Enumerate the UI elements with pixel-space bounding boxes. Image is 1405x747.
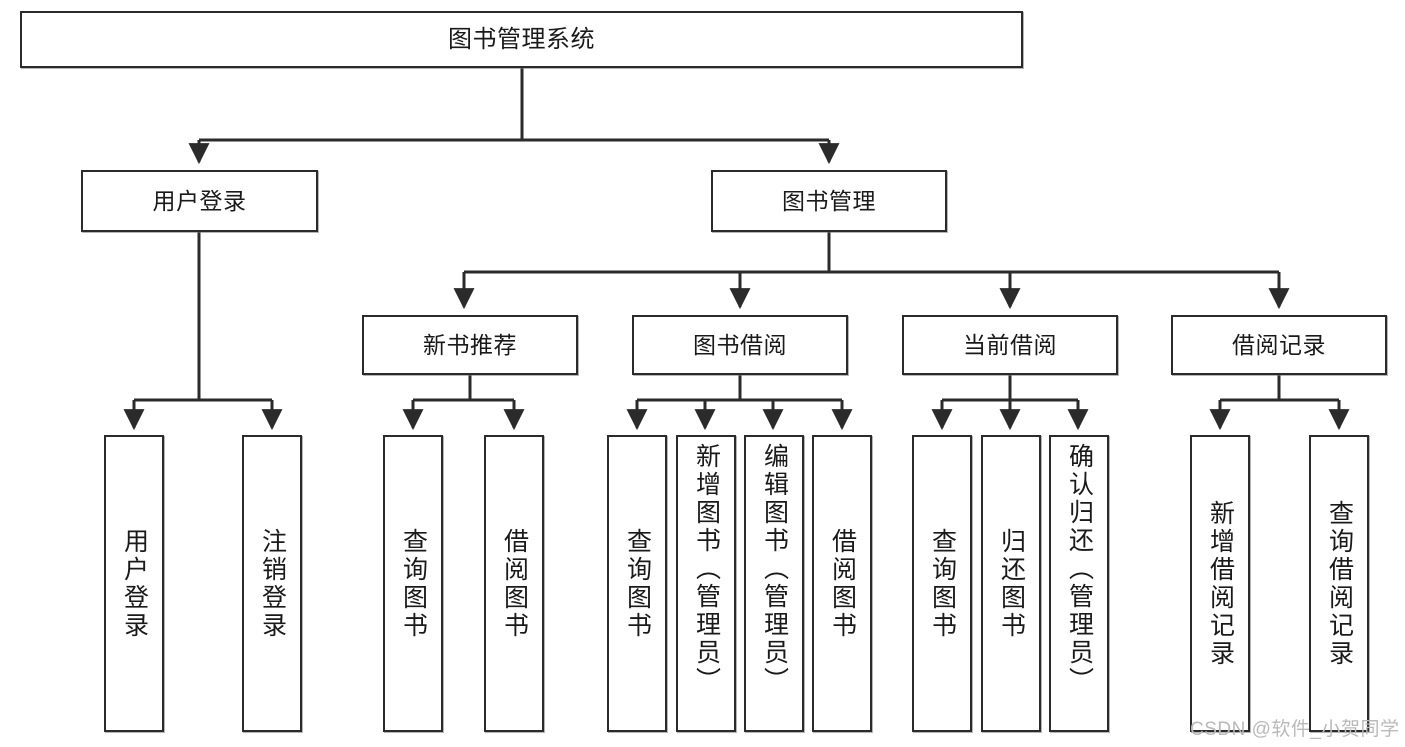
node-label: 查询借阅记录 [1325, 499, 1354, 668]
node-leaf-add-book-admin[interactable]: 新增图书（管理员） [676, 435, 736, 732]
node-leaf-confirm-return-admin[interactable]: 确认归还（管理员） [1049, 435, 1109, 732]
node-label: 图书管理 [782, 187, 876, 214]
node-label: 借阅图书 [828, 527, 857, 640]
node-label: 编辑图书（管理员） [760, 443, 789, 695]
node-leaf-query-book-borrow[interactable]: 查询图书 [607, 435, 667, 732]
node-leaf-borrow-book-recommend[interactable]: 借阅图书 [484, 435, 544, 732]
node-label: 当前借阅 [963, 331, 1057, 358]
node-leaf-logout-login[interactable]: 注销登录 [242, 435, 302, 732]
node-leaf-query-borrow-record[interactable]: 查询借阅记录 [1309, 435, 1369, 732]
node-label: 用户登录 [152, 187, 247, 214]
node-user-login[interactable]: 用户登录 [81, 170, 318, 232]
node-leaf-edit-book-admin[interactable]: 编辑图书（管理员） [744, 435, 804, 732]
node-leaf-query-book-recommend[interactable]: 查询图书 [383, 435, 443, 732]
csdn-watermark: CSDN @软件_小贺同学 [1190, 719, 1400, 740]
node-leaf-user-login[interactable]: 用户登录 [104, 435, 164, 732]
node-label: 注销登录 [258, 527, 287, 640]
node-label: 图书管理系统 [448, 25, 595, 53]
node-label: 用户登录 [120, 527, 149, 640]
node-borrow-record[interactable]: 借阅记录 [1171, 315, 1387, 375]
node-label: 查询图书 [399, 527, 428, 640]
node-book-manage[interactable]: 图书管理 [711, 170, 947, 232]
node-label: 确认归还（管理员） [1065, 443, 1094, 695]
node-label: 新书推荐 [423, 331, 517, 358]
node-book-borrow[interactable]: 图书借阅 [632, 315, 848, 375]
node-label: 归还图书 [997, 527, 1026, 640]
node-label: 新增图书（管理员） [692, 443, 721, 695]
node-label: 借阅图书 [500, 527, 529, 640]
node-label: 查询图书 [928, 527, 957, 640]
node-new-book-recommend[interactable]: 新书推荐 [362, 315, 578, 375]
node-leaf-borrow-book-borrow[interactable]: 借阅图书 [812, 435, 872, 732]
node-root-book-management-system[interactable]: 图书管理系统 [20, 11, 1023, 68]
node-leaf-return-book[interactable]: 归还图书 [981, 435, 1041, 732]
node-label: 查询图书 [623, 527, 652, 640]
node-leaf-query-book-current[interactable]: 查询图书 [912, 435, 972, 732]
node-current-borrow[interactable]: 当前借阅 [902, 315, 1118, 375]
node-leaf-add-borrow-record[interactable]: 新增借阅记录 [1190, 435, 1250, 732]
node-label: 新增借阅记录 [1206, 499, 1235, 668]
node-label: 借阅记录 [1232, 331, 1326, 358]
node-label: 图书借阅 [693, 331, 787, 358]
